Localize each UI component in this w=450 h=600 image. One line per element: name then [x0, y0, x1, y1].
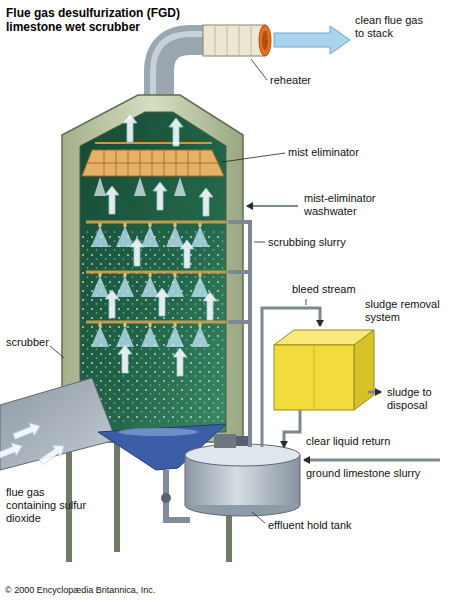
spray-headers: [166, 223, 184, 247]
inlet-duct: [0, 440, 25, 463]
callout-label: © 2000 Encyclopædia Britannica, Inc.: [5, 585, 155, 596]
rising-gas-arrows: [130, 238, 144, 266]
hopper-pool: [118, 428, 198, 436]
inlet-duct: [0, 378, 116, 470]
inlet-duct: [11, 420, 42, 443]
spray-headers: [166, 273, 184, 297]
process-pipes: [262, 308, 320, 447]
callout-label: ground limestone slurry: [306, 467, 420, 480]
spray-headers: [91, 223, 109, 247]
leader-lines: [50, 346, 64, 358]
rising-gas-arrows: [118, 345, 132, 373]
scrubbing-slurry-pipe: [228, 222, 250, 447]
rising-gas-arrows: [180, 240, 194, 268]
leader-lines: [306, 299, 307, 305]
leader-lines: [50, 59, 306, 523]
outlet-duct: [153, 34, 206, 100]
spray-headers: [116, 323, 134, 347]
hopper-outlet-pipe: [161, 493, 171, 503]
rising-gas-arrows: [155, 288, 169, 316]
effluent-hold-tank: [214, 434, 236, 448]
spray-headers: [141, 273, 159, 297]
process-pipes: [247, 205, 298, 207]
mist-eliminator: [95, 142, 212, 144]
effluent-hold-tank: [185, 444, 300, 466]
leader-lines: [222, 153, 285, 162]
outlet-duct: [159, 40, 206, 100]
spray-headers: [166, 323, 184, 347]
rising-gas-arrows: [199, 188, 213, 216]
callout-label: bleed stream: [292, 283, 356, 296]
sludge-removal-box: [274, 345, 354, 410]
scrubber-tower: [82, 230, 224, 425]
process-pipes: [368, 391, 381, 394]
callout-label: mist eliminator: [288, 146, 359, 159]
clean-gas-arrow: [274, 26, 350, 54]
scrubber-tower: [80, 112, 226, 432]
rising-gas-arrows: [203, 292, 217, 320]
callout-label: scrubber: [6, 336, 49, 349]
scrubbing-slurry-pipe: [228, 222, 250, 447]
process-pipes: [284, 410, 300, 447]
effluent-hold-tank: [236, 436, 250, 446]
spray-headers: [91, 323, 109, 347]
spray-headers: [86, 222, 226, 322]
diagram-title: Flue gas desulfurization (FGD) limestone…: [6, 6, 218, 35]
leader-lines: [254, 242, 265, 243]
callout-label: sludge to disposal: [387, 386, 445, 412]
rising-gas-arrows: [105, 114, 217, 376]
callout-label: effluent hold tank: [268, 519, 352, 532]
process-pipes: [304, 459, 440, 462]
outlet-duct: [153, 34, 206, 100]
rising-gas-arrows: [123, 114, 137, 142]
mist-eliminator: [174, 177, 186, 196]
rising-gas-arrows: [173, 348, 187, 376]
process-pipes: [247, 206, 440, 460]
rising-gas-arrows: [153, 182, 167, 210]
spray-headers: [141, 223, 159, 247]
callout-label: sludge removal system: [365, 298, 447, 324]
tower-legs: [114, 440, 120, 552]
callout-label: clear liquid return: [306, 435, 390, 448]
reheater: [203, 25, 271, 56]
inlet-duct: [0, 378, 116, 470]
sludge-removal-box: [274, 330, 374, 410]
spray-headers: [86, 222, 226, 347]
spray-headers: [141, 323, 159, 347]
spray-headers: [191, 223, 209, 247]
reheater: [203, 25, 265, 56]
callout-label: flue gas containing sulfur dioxide: [6, 486, 96, 525]
clean-gas-arrow: [274, 26, 350, 54]
mist-eliminator: [88, 150, 218, 176]
sludge-removal-box: [314, 345, 315, 410]
spray-headers: [191, 273, 209, 297]
inlet-duct: [37, 440, 68, 468]
reheater: [262, 31, 268, 51]
sludge-removal-box: [354, 330, 374, 410]
spray-headers: [116, 223, 134, 247]
leader-lines: [251, 59, 267, 80]
reheater: [259, 25, 271, 56]
mist-eliminator: [82, 143, 224, 196]
rising-gas-arrows: [105, 186, 119, 214]
callout-label: scrubbing slurry: [268, 236, 346, 249]
mist-eliminator: [134, 177, 146, 196]
mist-eliminator: [94, 177, 106, 196]
spray-headers: [91, 273, 109, 297]
leader-lines: [252, 512, 265, 523]
rising-gas-arrows: [105, 290, 119, 318]
callout-label: reheater: [270, 74, 311, 87]
reheater: [215, 25, 251, 56]
callout-label: clean flue gas to stack: [355, 14, 433, 40]
spray-headers: [116, 273, 134, 297]
callout-label: mist-eliminator washwater: [304, 192, 390, 218]
spray-headers: [191, 323, 209, 347]
rising-gas-arrows: [169, 118, 183, 146]
mist-eliminator: [82, 150, 224, 176]
